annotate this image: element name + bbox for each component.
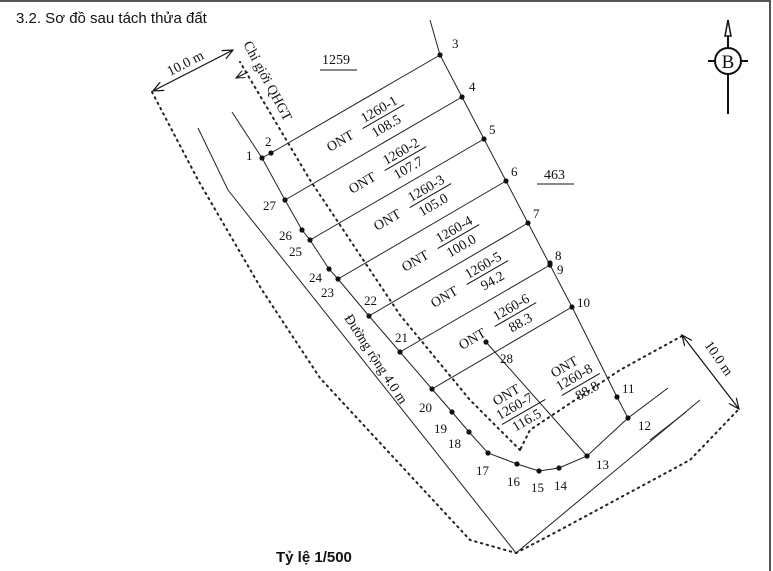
road-edges	[197, 111, 701, 554]
qhgt-label: Chỉ giới QHGT	[239, 39, 294, 124]
survey-point-label: 26	[279, 228, 293, 243]
dimension-arrow-right	[682, 335, 739, 409]
survey-point-label: 22	[364, 293, 377, 308]
svg-text:ONT: ONT	[400, 248, 433, 276]
survey-point-label: 27	[263, 198, 277, 213]
neighbor-label-1259: 1259	[320, 53, 357, 71]
survey-point-label: 5	[489, 122, 496, 137]
dimension-label-right: 10.0 m	[701, 339, 736, 380]
survey-point-marker	[584, 453, 590, 459]
survey-point-marker	[466, 429, 472, 435]
survey-point-marker	[335, 276, 341, 282]
parcel-boundary	[261, 19, 629, 472]
svg-text:1259: 1259	[322, 53, 350, 68]
parcel-label-7: ONT 1260-7 116.5	[491, 382, 546, 435]
survey-point-marker	[625, 415, 631, 421]
survey-point-marker	[397, 349, 403, 355]
section-heading: 3.2. Sơ đồ sau tách thửa đất	[16, 10, 207, 27]
survey-point-label: 9	[557, 262, 564, 277]
survey-point-marker	[268, 150, 274, 156]
survey-point-marker	[481, 136, 487, 142]
survey-point-marker	[366, 313, 372, 319]
survey-point-marker	[525, 220, 531, 226]
survey-point-label: 24	[309, 270, 323, 285]
survey-point-label: 20	[419, 400, 432, 415]
survey-point-label: 11	[622, 381, 635, 396]
survey-point-label: 8	[555, 248, 562, 263]
survey-point-label: 2	[265, 134, 272, 149]
survey-point-marker	[307, 237, 313, 243]
survey-point-label: 18	[448, 436, 461, 451]
survey-points: 1234567891011121314151617181920212223242…	[246, 36, 651, 495]
svg-text:ONT: ONT	[429, 284, 462, 312]
survey-point-marker	[547, 262, 553, 268]
parcel-labels: ONT 1260-1 108.5 ONT 1260-2 107.7 ONT 12…	[325, 94, 602, 435]
survey-point-marker	[326, 266, 332, 272]
survey-point-marker	[536, 468, 542, 474]
survey-point-label: 14	[554, 478, 568, 493]
outer-dotted-boundary	[151, 61, 739, 554]
survey-point-label: 28	[500, 351, 513, 366]
svg-text:ONT: ONT	[457, 326, 490, 354]
survey-point-label: 16	[507, 474, 521, 489]
svg-text:463: 463	[544, 168, 565, 183]
parcel-label-1: ONT 1260-1 108.5	[325, 94, 405, 156]
survey-point-marker	[614, 394, 620, 400]
dimension-label-top: 10.0 m	[165, 48, 207, 79]
svg-text:B: B	[722, 52, 735, 73]
survey-point-label: 19	[434, 421, 447, 436]
survey-point-label: 3	[452, 36, 459, 51]
neighbor-label-463: 463	[537, 168, 574, 185]
road-label: Đường rộng 4.0 m	[341, 312, 410, 407]
svg-text:ONT: ONT	[325, 128, 358, 156]
survey-point-marker	[437, 52, 443, 58]
survey-point-marker	[483, 339, 489, 345]
qhgt-arrow	[236, 72, 249, 78]
survey-point-marker	[514, 461, 520, 467]
survey-point-marker	[503, 178, 509, 184]
survey-point-label: 6	[511, 164, 518, 179]
survey-point-label: 12	[638, 418, 651, 433]
survey-point-marker	[556, 465, 562, 471]
parcel-label-8: ONT 1260-8 88.8	[549, 354, 602, 404]
survey-point-label: 21	[395, 330, 408, 345]
survey-point-label: 4	[469, 79, 476, 94]
survey-point-marker	[259, 155, 265, 161]
survey-point-label: 1	[246, 148, 253, 163]
survey-point-label: 23	[321, 285, 334, 300]
survey-point-label: 10	[577, 295, 590, 310]
survey-point-marker	[459, 94, 465, 100]
survey-point-label: 13	[596, 457, 609, 472]
svg-text:ONT: ONT	[372, 207, 405, 235]
survey-point-label: 17	[476, 463, 490, 478]
survey-point-marker	[429, 386, 435, 392]
survey-point-marker	[299, 227, 305, 233]
north-arrow-icon: B	[708, 19, 748, 114]
svg-text:ONT: ONT	[347, 170, 380, 198]
dimension-arrow-top	[153, 50, 233, 91]
parcel-label-6: ONT 1260-6 88.3	[457, 292, 537, 354]
survey-point-marker	[485, 450, 491, 456]
scale-label: Tỷ lệ 1/500	[276, 549, 352, 566]
survey-point-label: 7	[533, 206, 540, 221]
survey-point-label: 15	[531, 480, 544, 495]
survey-point-marker	[569, 304, 575, 310]
survey-point-marker	[449, 409, 455, 415]
survey-point-label: 25	[289, 244, 302, 259]
survey-point-marker	[282, 197, 288, 203]
